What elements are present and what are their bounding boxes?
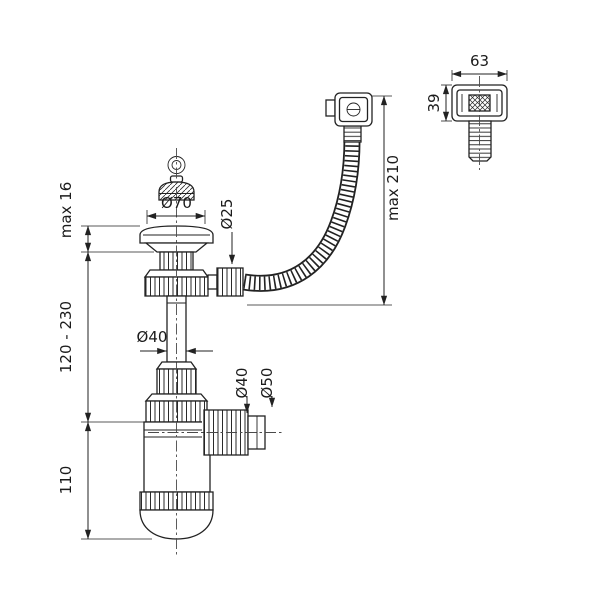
dim-label-trap-height: 110 bbox=[57, 466, 75, 495]
dim-label-overflow-pipe-diameter: Ø25 bbox=[218, 199, 236, 230]
dim-detail-sizes: 63 39 bbox=[425, 52, 508, 122]
dim-overflow-pipe-diameter: Ø25 bbox=[218, 199, 236, 265]
dim-label-strainer-max-height: max 16 bbox=[57, 182, 75, 239]
dim-label-outlet-pipe-diameter: Ø40 bbox=[233, 368, 251, 399]
dim-left-heights: max 16 120 - 230 110 bbox=[57, 182, 154, 540]
dim-label-outlet-nut-diameter: Ø50 bbox=[258, 368, 276, 399]
dim-strainer-diameter: Ø70 bbox=[146, 194, 206, 224]
dim-label-overflow-head-width: 63 bbox=[470, 52, 489, 70]
dim-outlet-diameters: Ø40 Ø50 bbox=[233, 368, 276, 414]
trap-body bbox=[143, 421, 211, 493]
dim-label-strainer-diameter: Ø70 bbox=[161, 194, 192, 212]
dim-label-overflow-head-height: 39 bbox=[425, 93, 443, 112]
dim-pipe-diameter: Ø40 bbox=[137, 328, 213, 355]
corrugated-hose bbox=[242, 139, 361, 292]
dim-label-pipe-diameter: Ø40 bbox=[137, 328, 168, 346]
overflow-elbow-fitting bbox=[325, 92, 373, 143]
dim-label-adjustable-height: 120 - 230 bbox=[57, 301, 75, 373]
dim-hose-max-length: max 210 bbox=[247, 95, 402, 306]
overflow-hose-connection bbox=[207, 267, 244, 297]
dim-label-hose-max-length: max 210 bbox=[384, 155, 402, 221]
